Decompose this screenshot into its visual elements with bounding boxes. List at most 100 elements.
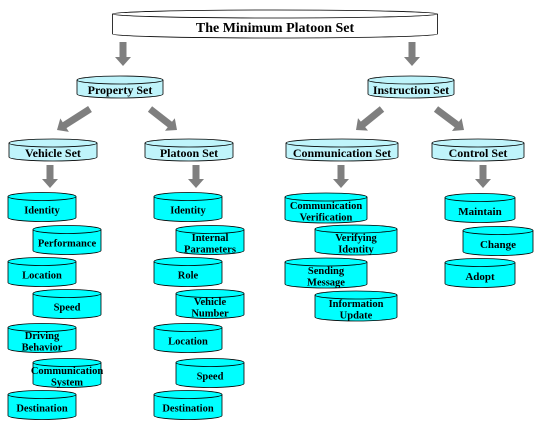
platoon-item-1-top [153,192,223,201]
platoon-item-5-top [153,323,223,332]
arrow-instruction-to-communication [356,106,385,131]
property-set-node-body [76,80,164,99]
vehicle-item-4-label: Speed [54,303,81,314]
arrow-platoon-to-items [188,165,204,188]
vehicle-item-2-top [32,225,102,234]
platoon-item-3-top [153,257,223,266]
platoon-item-5-body [153,327,223,353]
vehicle-item-3-top [7,257,77,266]
root-node-label: The Minimum Platoon Set [196,21,355,36]
communication-set-node: Conmunication Set [285,138,399,162]
vehicle-set-node-body [8,143,98,162]
control-item-3-label: Adopt [465,271,495,283]
platoon-item-2-body [175,229,245,255]
platoon-item-1: Identity [153,192,223,222]
control-item-2-top [462,226,534,235]
vehicle-item-3-body [7,261,77,287]
vehicle-item-5-body [7,327,77,353]
platoon-item-7-body [153,394,223,420]
platoon-item-7-top [153,390,223,399]
instruction-set-node: Instruction Set [367,75,455,99]
vehicle-set-node: Vehicle Set [8,138,98,162]
vehicle-item-1-top [7,192,77,201]
platoon-item-6-body [175,362,245,388]
root-node-top [112,9,438,19]
vehicle-item-1-label: Identity [24,206,60,217]
platoon-item-5-label: Location [168,337,208,348]
communication-set-node-body [285,143,399,162]
platoon-item-3-label: Role [178,271,199,282]
control-item-3: Adopt [444,258,516,288]
control-item-2: Change [462,226,534,256]
vehicle-item-7-body [7,394,77,420]
control-set-node-label: Control Set [449,146,508,160]
instruction-set-node-top [367,75,455,85]
arrow-root-to-property [115,42,131,66]
communication-set-node-label: Conmunication Set [293,146,391,160]
control-item-1-top [444,193,516,202]
vehicle-item-2: Performance [32,225,102,255]
platoon-set-node-body [144,143,234,162]
arrow-vehicle-to-items [42,165,58,188]
platoon-set-node-top [144,138,234,148]
arrow-property-to-vehicle [57,106,92,132]
communication-item-2-top [314,224,398,234]
control-item-3-body [444,262,516,288]
communication-item-3-body [284,262,368,289]
communication-item-1-body [284,197,368,224]
platoon-item-5: Location [153,323,223,353]
platoon-item-1-body [153,196,223,222]
instruction-set-node-body [367,80,455,99]
control-item-2-label: Change [480,239,516,251]
vehicle-item-6-top [32,358,102,367]
vehicle-set-node-top [8,138,98,148]
platoon-item-6-label: Speed [197,372,224,383]
control-item-1-body [444,197,516,223]
platoon-item-1-label: Identity [170,206,206,217]
arrow-instruction-to-control [433,106,464,131]
arrow-property-to-platoon [147,106,177,131]
platoon-item-7-label: Destination [162,404,213,415]
vehicle-item-2-body [32,229,102,255]
vehicle-item-4: Speed [32,289,102,319]
vehicle-item-3-label: Location [22,271,62,282]
vehicle-item-4-body [32,293,102,319]
property-set-node-top [76,75,164,85]
platoon-item-2-top [175,225,245,234]
control-item-3-top [444,258,516,267]
instruction-set-node-label: Instruction Set [373,83,449,97]
communication-item-3-top [284,257,368,267]
platoon-item-4-body [175,293,245,319]
platoon-item-3: Role [153,257,223,287]
platoon-item-3-body [153,261,223,287]
control-set-node-top [431,138,525,148]
vehicle-item-2-label: Performance [38,239,97,250]
platoon-item-7: Destination [153,390,223,420]
root-node-body [112,14,438,39]
vehicle-set-node-label: Vehicle Set [25,146,81,160]
control-set-node-body [431,143,525,162]
vehicle-item-3: Location [7,257,77,287]
control-set-node: Control Set [431,138,525,162]
communication-set-node-top [285,138,399,148]
platoon-set-node: Platoon Set [144,138,234,162]
control-item-1-label: Maintain [458,206,501,218]
arrow-control-to-items [475,165,491,188]
communication-item-1-top [284,192,368,202]
vehicle-item-4-top [32,289,102,298]
vehicle-item-5-top [7,323,77,332]
